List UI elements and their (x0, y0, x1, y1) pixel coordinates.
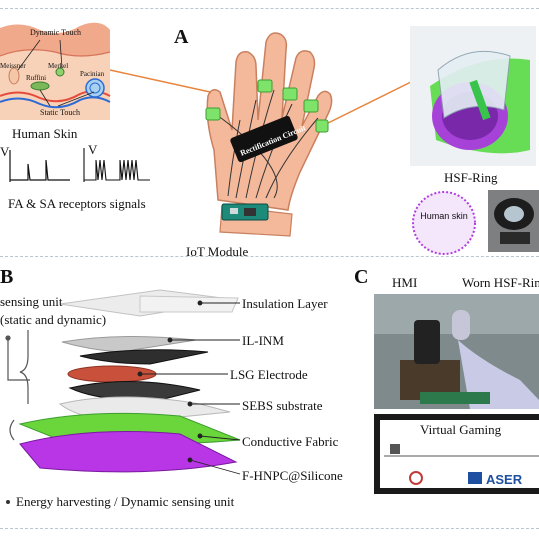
layer-stack (18, 289, 241, 473)
panel-c-letter: C (354, 266, 369, 288)
receptor-4-label: Pacinian (80, 70, 105, 78)
human-skin-caption: Human Skin (12, 126, 78, 141)
fa-signal (9, 150, 70, 182)
energy-unit-label: Energy harvesting / Dynamic sensing unit (16, 494, 235, 509)
worn-ring-label: Worn HSF-Ring (462, 275, 539, 290)
middle-divider (0, 256, 539, 257)
signals-caption: FA & SA receptors signals (8, 196, 146, 211)
hmi-label: HMI (392, 275, 418, 290)
receptor-1-label: Meissner (0, 62, 26, 70)
skin-to-hand-connector (109, 69, 211, 93)
panel-a-letter: A (174, 26, 189, 48)
layer-label-insulation: Insulation Layer (242, 296, 328, 311)
energy-bullet (6, 500, 10, 504)
skin-cross-section (0, 22, 111, 120)
aser-logo: ASER (486, 472, 523, 487)
game-screen (374, 414, 539, 494)
sensing-unit-sub-label: (static and dynamic) (0, 312, 107, 327)
hsf-ring-3d (410, 26, 536, 166)
human-skin-circle (412, 191, 476, 255)
ring-photo (488, 190, 539, 252)
dynamic-touch-label: Dynamic Touch (30, 28, 82, 37)
human-skin-circle-label: Human skin (420, 211, 468, 221)
top-divider (0, 8, 539, 9)
static-touch-label: Static Touch (40, 108, 80, 117)
sa-v-axis-label: V (88, 142, 98, 157)
layer-label-il-inm: IL-INM (242, 333, 284, 348)
sensing-bracket (5, 330, 30, 441)
receptor-2-label: Ruffini (26, 74, 47, 82)
hsf-ring-label: HSF-Ring (444, 170, 498, 185)
receptor-3-label: Merkel (48, 62, 69, 70)
sensing-unit-label: sensing unit (0, 294, 63, 309)
iot-module-label: IoT Module (186, 244, 249, 259)
layer-leader-lines (137, 300, 241, 475)
hmi-photo (374, 294, 539, 409)
virtual-gaming-title: Virtual Gaming (420, 422, 502, 437)
panel-b-letter: B (0, 266, 14, 288)
bottom-divider (0, 528, 539, 529)
hand-illustration (205, 32, 333, 237)
layer-label-conductive-fabric: Conductive Fabric (242, 434, 339, 449)
fa-v-axis-label: V (0, 144, 10, 159)
sa-signal (83, 148, 150, 182)
layer-label-lsg-electrode: LSG Electrode (230, 367, 308, 382)
layer-label-f-hnpc: F-HNPC@Silicone (242, 468, 343, 483)
hand-to-ring-connector (321, 79, 416, 127)
layer-label-sebs-substrate: SEBS substrate (242, 398, 323, 413)
